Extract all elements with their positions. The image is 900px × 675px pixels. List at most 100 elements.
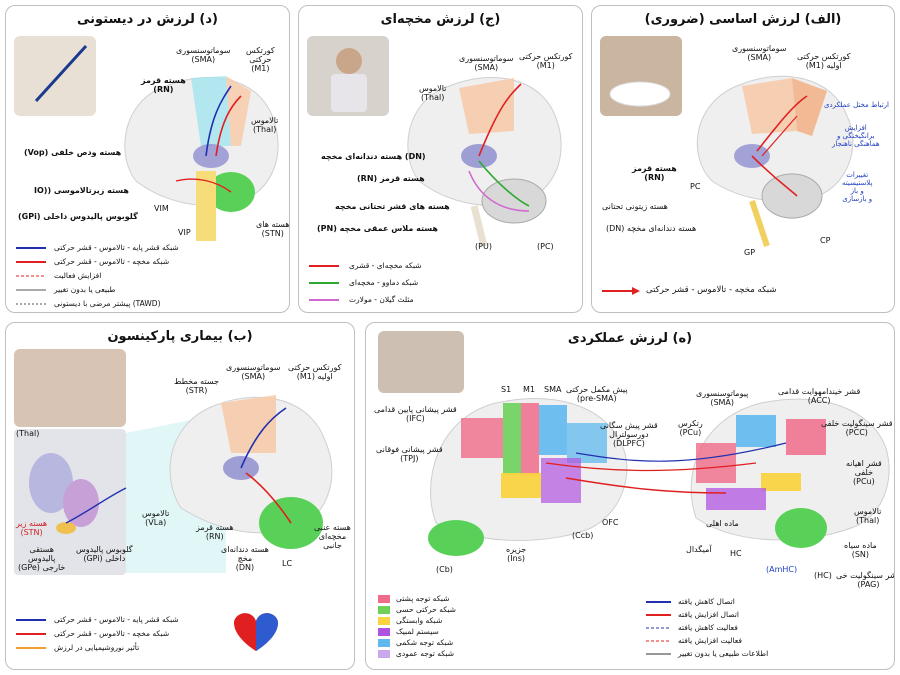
legend-item: شبکه قشر پایه - تالاموس - قشر حرکتی	[54, 615, 179, 624]
cerebellum-left	[428, 520, 484, 556]
label-lat: هسته عنبی مخچه‌ای جانبی	[314, 523, 351, 551]
label-io: هسته زیتونی تحتانی	[602, 202, 668, 211]
legend-network: شبکه توجه پشتی	[396, 594, 449, 603]
legend-item: تأثیر نوروشیمیایی در لرزش	[54, 643, 139, 652]
label-dn: هسته دندانه‌ای مخچه (DN)	[606, 224, 696, 233]
thalamus-region	[193, 144, 229, 168]
panel-parkinson: (ب) بیماری پارکینسون جسته مخطط (STR) سوم…	[5, 322, 355, 670]
label-gpi: گلوبوس پالیدوس داخلی (GPi)	[76, 545, 133, 563]
legend-connection: فعالیت کاهش یافته	[678, 623, 738, 632]
legend-network: شبکه وابستگی	[396, 616, 442, 625]
label-rn: هسته قرمز (RN)	[357, 174, 425, 183]
sma-region	[539, 405, 567, 455]
label-lc: LC	[282, 559, 292, 568]
label-sma: SMA	[544, 385, 561, 394]
label-m1: کورتکس حرکتی اولیه (M1)	[288, 363, 341, 381]
label-ins: جزیره (Ins)	[506, 545, 526, 563]
legend-connection: اتصال افزایش یافته	[678, 610, 739, 619]
label-dlpfc: قشر پیش سگانی دورسولترال (DLPFC)	[600, 421, 658, 449]
label-pn: هسته ملاس عمقی مخچه (PN)	[317, 224, 438, 233]
brainstem	[752, 201, 767, 246]
legend-item: شبکه مخچه - تالاموس - قشر حرکتی	[646, 285, 776, 295]
insula-region	[501, 473, 541, 498]
label-gpi: گلوبوس پالیدوس داخلی (GPi)	[18, 212, 138, 221]
label-dn: هسته دندانه‌ای مخچ (DN)	[221, 545, 269, 573]
legend-connection: فعالیت افزایش یافته	[678, 636, 742, 645]
label-dn: (DN) هسته دندانه‌ای مخچه	[321, 152, 426, 161]
label-pcu2: قشر اهیانه خلفی (PCu)	[846, 459, 882, 487]
pcc-region	[786, 419, 826, 455]
label-gpe: هستقی پالیدوس خارجی (GPe)	[18, 545, 65, 573]
label-hc: HC	[730, 549, 742, 558]
label-stn: هسته زیر (STN)	[16, 519, 47, 537]
photo-functional-hands	[378, 331, 464, 393]
sma2-region	[736, 415, 776, 447]
label-cb: (Cb)	[436, 565, 453, 574]
label-sma: سوماتوسنسوری (SMA)	[226, 363, 280, 381]
label-str: جسته مخطط (STR)	[174, 377, 219, 395]
label-gray: ماده اهلی	[706, 519, 739, 528]
legend-network: شبکه توجه شکمی	[396, 638, 453, 647]
ifc-region	[461, 418, 503, 458]
label-m1: M1	[523, 385, 535, 394]
legend-item: افزایش فعالیت	[54, 271, 101, 280]
label-ofc: OFC	[602, 518, 618, 527]
acc-region	[696, 443, 736, 483]
label-hc2: (HC)	[814, 571, 832, 580]
label-sma: سوماتوسنسوری (SMA)	[459, 54, 513, 72]
label-pc-nuc: هسته های قشر تحتانی مخچه	[335, 202, 450, 211]
label-gp: GP	[744, 248, 755, 257]
label-io: هسته زیرتالاموسی ((IO	[34, 186, 129, 195]
cerebellum-right	[775, 508, 827, 548]
legend-network: شبکه توجه عمودی	[396, 649, 454, 658]
legend-item: شبکه مخچه‌ای - قشری	[349, 261, 422, 270]
legend-item: (TAWD) پیشتر مرضی با دیستونی	[54, 299, 161, 308]
label-amhc: (AmHC)	[766, 565, 797, 574]
legend-item: مثلث گیلان - مولارت	[349, 295, 414, 304]
label-m1: کورتکس حرکتی (M1)	[246, 46, 275, 74]
label-pag: قشر سینگولیت خی (PAG)	[836, 571, 895, 589]
thal-region	[761, 473, 801, 491]
legend-connection: اطلاعات طبیعی یا بدون تغییر	[678, 649, 768, 658]
note-plasticity: تغییرات پلاستیسیته و باز و بازسازی	[842, 171, 872, 203]
panel-functional-tremor: (ه) لرزش عملکردی S1	[365, 322, 895, 670]
label-thal: تالاموس (Thal)	[251, 116, 278, 134]
legend-item: طبیعی یا بدون تغییر	[54, 285, 115, 294]
legend-item: شبکه مخچه - تالاموس - قشر حرکتی	[54, 257, 169, 266]
legend-connection: اتصال کاهش یافته	[678, 597, 735, 606]
legend-item: شبکه دماوو - مخچه‌ای	[349, 278, 418, 287]
limbic-region	[706, 488, 766, 510]
label-tpj: قشر پیشانی فوقانی (TPJ)	[376, 445, 443, 463]
photo-bowl	[610, 82, 670, 106]
panel-dystonic-tremor: (د) لرزش در دیستونی سوماتوسنسوری (SMA) ک…	[5, 5, 290, 313]
label-sn: ماده سیاه (SN)	[844, 541, 877, 559]
label-pu: (PU)	[475, 242, 492, 251]
legend-network: شبکه حرکتی حسی	[396, 605, 456, 614]
brain-diagram	[366, 323, 895, 670]
label-thal: تالاموس (Thal)	[854, 507, 881, 525]
label-thal: تالاموس (Thal)	[419, 84, 446, 102]
label-sma: سوماتوسنسوری (SMA)	[732, 44, 786, 62]
label-vip: VIP	[178, 228, 191, 237]
label-m1: کورتکس حرکتی اولیه (M1)	[797, 52, 850, 70]
label-s1: S1	[501, 385, 511, 394]
label-thal: (Thal)	[16, 429, 39, 438]
label-stn: هسته های (STN)	[256, 220, 290, 238]
label-m1: کورتکس حرکتی (M1)	[519, 52, 572, 70]
m1-region	[521, 403, 539, 475]
label-pc: (PC)	[537, 242, 554, 251]
label-rn: هسته قرمز (RN)	[196, 523, 234, 541]
label-ccb: (Ccb)	[572, 531, 593, 540]
legend-item: شبکه مخچه - تالاموس - قشر حرکتی	[54, 629, 169, 638]
legend-item: شبکه قشر پایه - تالاموس - قشر حرکتی	[54, 243, 179, 252]
label-sma: سوماتوسنسوری (SMA)	[176, 46, 230, 64]
label-ifc: قشر پیشانی پایین قدامی (IFC)	[374, 405, 457, 423]
label-presma: پیش مکمل حرکتی (pre-SMA)	[566, 385, 628, 403]
label-pc-left: PC	[690, 182, 700, 191]
panel-essential-tremor: (الف) لرزش اساسی (ضروری) سوماتوسنسوری (S…	[591, 5, 895, 313]
s1-region	[503, 403, 521, 475]
label-amyg: آمیگدال	[686, 545, 712, 554]
panel-cerebellar-tremor: (ج) لرزش مخچه‌ای سوماتوسنسوری (SMA) کورت…	[298, 5, 583, 313]
note-excitability: افزایش برانگیختگی و هماهنگی ناهنجار	[832, 124, 880, 148]
label-vla: تالاموس (VLa)	[142, 509, 169, 527]
